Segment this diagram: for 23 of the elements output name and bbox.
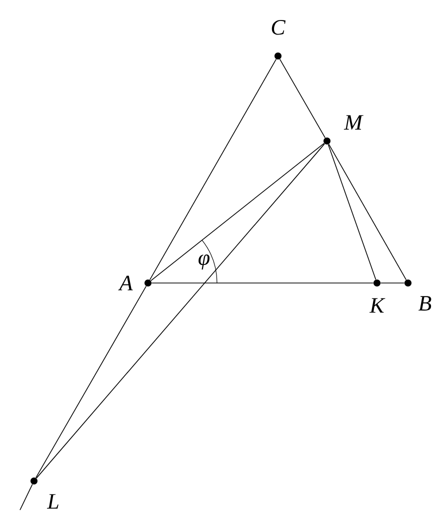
node-label: A: [118, 276, 133, 290]
line: [328, 144, 376, 280]
point: A: [118, 276, 152, 290]
point: B: [404, 280, 432, 311]
point: K: [369, 280, 386, 313]
line: [328, 144, 407, 280]
line: [36, 143, 325, 479]
angle-label: φ: [198, 254, 210, 270]
node-label: M: [344, 115, 364, 130]
line: [20, 484, 33, 510]
point: L: [30, 478, 58, 509]
point: C: [272, 20, 286, 60]
node-label: K: [369, 298, 386, 313]
node-label: B: [418, 296, 432, 311]
line: [380, 282, 405, 284]
line: [35, 286, 147, 478]
line: [151, 282, 374, 284]
node-label: C: [272, 20, 286, 35]
line: [150, 142, 324, 282]
point: M: [324, 115, 364, 144]
node-label: L: [46, 494, 58, 509]
line: [149, 58, 277, 280]
line: [279, 58, 326, 138]
